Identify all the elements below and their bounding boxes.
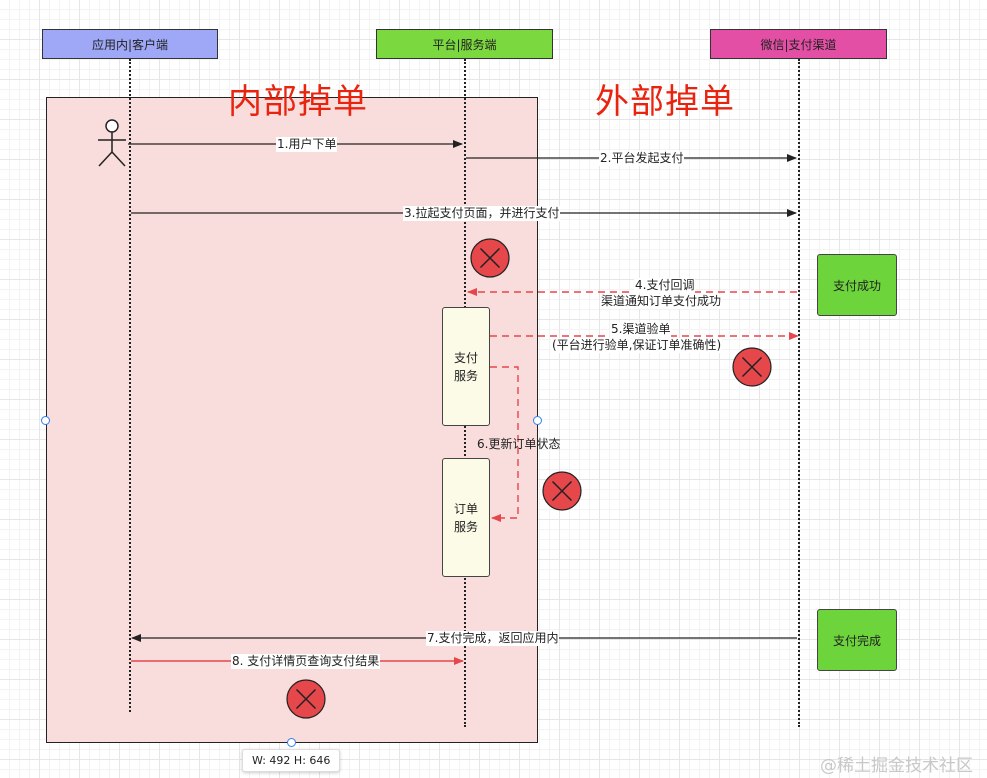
resize-handle-right[interactable] (533, 416, 542, 425)
resize-handle-left[interactable] (41, 416, 50, 425)
pay-service-activation[interactable]: 支付服务 (442, 307, 490, 426)
order-service-label-1: 订单 (453, 501, 478, 516)
message-4-label-line2: 渠道通知订单支付成功 (600, 294, 723, 309)
pay-complete-label: 支付完成 (832, 633, 881, 648)
failure-x-icon (470, 238, 510, 278)
message-7-label: 7.支付完成，返回应用内 (426, 631, 560, 646)
resize-handle-bottom[interactable] (287, 738, 296, 747)
pay-success-note[interactable]: 支付成功 (817, 254, 897, 316)
message-5-label-line1: 5.渠道验单 (610, 322, 672, 337)
message-1-label: 1.用户下单 (276, 137, 338, 152)
order-service-label-2: 服务 (453, 519, 478, 534)
pay-success-label: 支付成功 (832, 278, 881, 293)
message-5-label-line2: (平台进行验单,保证订单准确性) (551, 338, 723, 353)
message-3-label: 3.拉起支付页面，并进行支付 (403, 206, 561, 221)
message-6-label: 6.更新订单状态 (477, 437, 561, 451)
participant-channel-label: 微信|支付渠道 (760, 37, 837, 52)
order-service-activation[interactable]: 订单服务 (442, 458, 490, 577)
message-8-label: 8. 支付详情页查询支付结果 (231, 654, 381, 669)
participant-client[interactable]: 应用内|客户端 (42, 29, 218, 59)
participant-channel[interactable]: 微信|支付渠道 (710, 29, 887, 59)
failure-x-icon (286, 679, 326, 719)
message-4-label-line1: 4.支付回调 (634, 278, 696, 293)
lifeline-channel (798, 59, 800, 727)
participant-client-label: 应用内|客户端 (91, 37, 169, 52)
pay-service-label-2: 服务 (453, 368, 478, 383)
participant-platform[interactable]: 平台|服务端 (376, 29, 553, 59)
participant-platform-label: 平台|服务端 (432, 37, 497, 52)
selection-size-tooltip: W: 492 H: 646 (242, 749, 341, 772)
lifeline-client (129, 59, 131, 712)
internal-zone-title: 内部掉单 (228, 82, 368, 122)
pay-service-label-1: 支付 (453, 350, 478, 365)
message-2-label: 2.平台发起支付 (599, 151, 685, 166)
watermark: @稀土掘金技术社区 (820, 756, 973, 776)
actor-user-icon (98, 119, 126, 167)
pay-complete-note[interactable]: 支付完成 (817, 609, 897, 671)
failure-x-icon (732, 347, 772, 387)
arrow-6 (490, 366, 519, 522)
external-zone-title: 外部掉单 (595, 82, 735, 122)
failure-x-icon (542, 471, 582, 511)
